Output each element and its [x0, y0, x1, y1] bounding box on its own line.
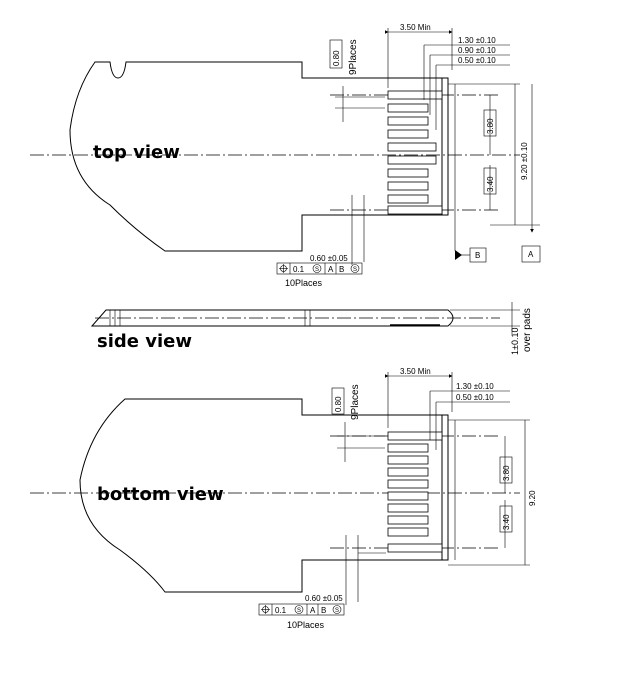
bottom-view-label: bottom view: [97, 484, 224, 505]
svg-text:B: B: [339, 265, 344, 274]
bottom-fcf: 0.1 S A B S: [258, 603, 345, 616]
top-view-label: top view: [93, 142, 180, 163]
bottom-pitch-value: 0.80: [334, 396, 343, 412]
top-places: 10Places: [285, 278, 323, 288]
bottom-pads: [387, 431, 443, 553]
top-box-b: 3.40: [486, 176, 495, 192]
bottom-dim-r2: 0.50 ±0.10: [456, 393, 494, 402]
top-pads: [387, 90, 443, 215]
bottom-card-outline: [79, 398, 449, 593]
side-thickness: 1±0.10: [510, 328, 520, 355]
top-view: 3.50 Min 1.30 ±0.10 0.90 ±0.10 0.50 ±0.1…: [30, 23, 541, 288]
svg-text:0.1: 0.1: [293, 265, 305, 274]
top-height-dim: 9.20 ±0.10: [520, 142, 529, 180]
top-card-outline: [69, 61, 449, 252]
svg-text:B: B: [321, 606, 326, 615]
top-box-a: 3.80: [486, 118, 495, 134]
top-pitch-value: 0.80: [332, 50, 341, 66]
top-datum-b: B: [475, 251, 480, 260]
bottom-pad-width: 0.60 ±0.05: [305, 594, 343, 603]
side-note: over pads: [522, 308, 533, 352]
top-datum-a: A: [528, 250, 534, 259]
svg-text:A: A: [328, 265, 334, 274]
top-dim-r2: 0.90 ±0.10: [458, 46, 496, 55]
top-dim-width: 3.50 Min: [400, 23, 431, 32]
side-view-label: side view: [97, 331, 192, 352]
side-view: 1±0.10 over pads side view: [90, 302, 533, 355]
bottom-box-b: 3.40: [502, 514, 511, 530]
svg-text:A: A: [310, 606, 316, 615]
svg-text:S: S: [353, 267, 357, 273]
svg-text:S: S: [315, 267, 319, 273]
top-pitch-places: 9Places: [348, 39, 359, 75]
side-card-outline: [90, 309, 454, 327]
bottom-pitch-places: 9Places: [350, 384, 361, 420]
svg-text:0.1: 0.1: [275, 606, 287, 615]
bottom-view: 3.50 Min 1.30 ±0.10 0.50 ±0.10 0.80 9Pla…: [30, 367, 537, 630]
svg-text:S: S: [297, 608, 301, 614]
top-fcf: 0.1 S A B S: [276, 262, 363, 275]
bottom-places: 10Places: [287, 620, 325, 630]
bottom-dim-r1: 1.30 ±0.10: [456, 382, 494, 391]
top-dim-r1: 1.30 ±0.10: [458, 36, 496, 45]
bottom-height-dim: 9.20: [528, 490, 537, 506]
top-dim-r3: 0.50 ±0.10: [458, 56, 496, 65]
top-pad-width: 0.60 ±0.05: [310, 254, 348, 263]
bottom-dim-width: 3.50 Min: [400, 367, 431, 376]
svg-text:S: S: [335, 608, 339, 614]
bottom-box-a: 3.80: [502, 465, 511, 481]
